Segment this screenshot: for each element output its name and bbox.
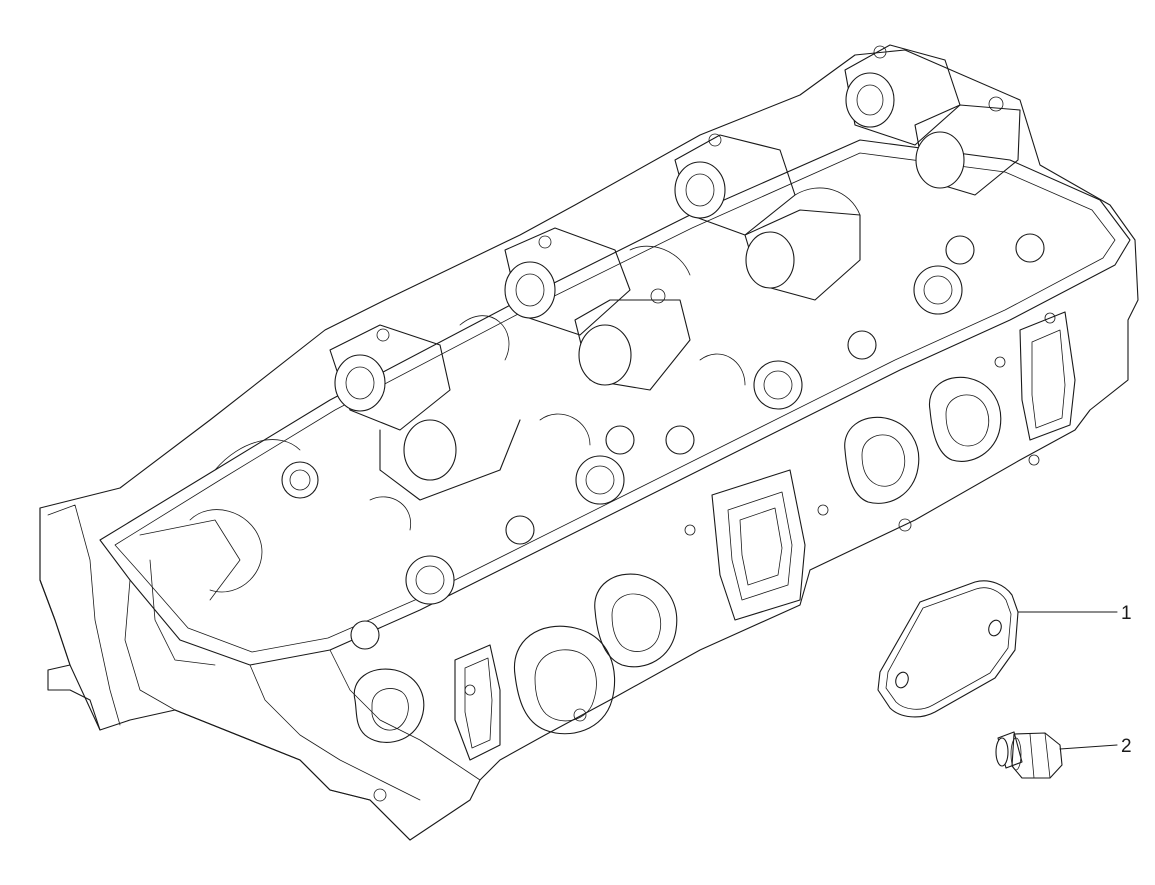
part-2-bolt: [995, 731, 1063, 779]
cam-tower-2: [504, 227, 691, 391]
port-4: [594, 573, 678, 668]
cam-tower-3: [674, 133, 861, 301]
tappet-bores: [281, 233, 1045, 650]
cam-tower-1: [329, 324, 521, 501]
callout-number-1: 1: [1121, 603, 1132, 624]
port-2: [454, 644, 501, 761]
port-1: [353, 668, 425, 743]
callout-number-2: 2: [1121, 736, 1132, 757]
port-8: [1019, 311, 1076, 441]
port-7: [928, 376, 1002, 462]
port-6: [844, 416, 920, 504]
part-1-cover-plate: [877, 580, 1019, 718]
port-5: [711, 469, 806, 621]
cylinder-head-outline: [39, 49, 1139, 841]
cylinder-head-deck: [99, 139, 1131, 666]
cylinder-head: [39, 44, 1139, 841]
leader-line-2: [1059, 744, 1118, 750]
cam-tower-4: [844, 44, 1021, 196]
port-3: [513, 625, 616, 735]
